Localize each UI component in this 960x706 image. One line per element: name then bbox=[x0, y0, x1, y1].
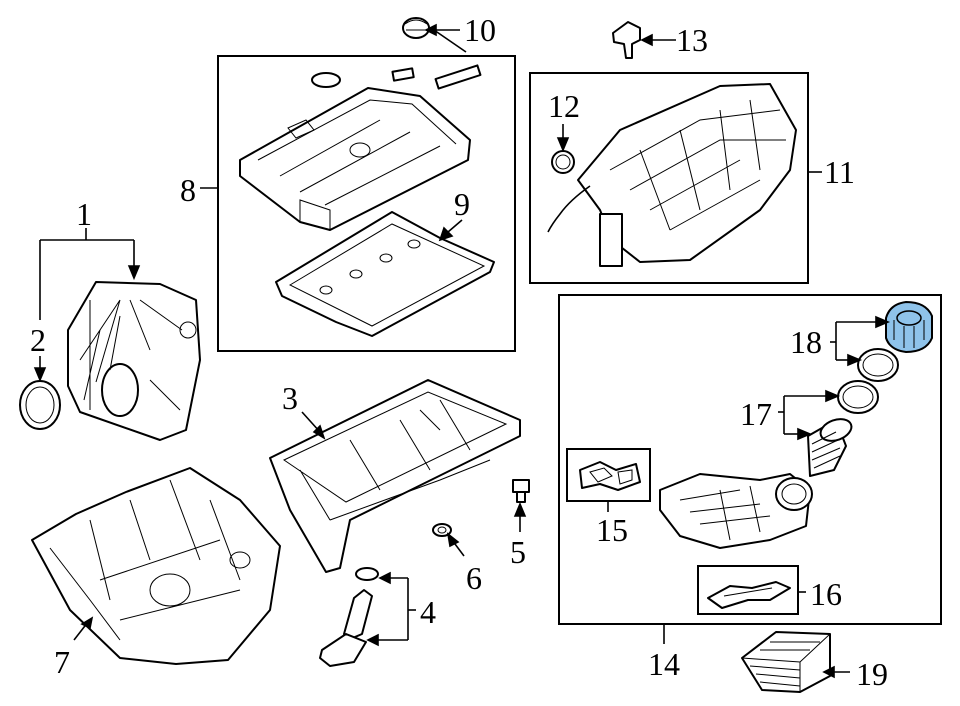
label-13: 13 bbox=[676, 22, 708, 58]
part-13-sensor[interactable] bbox=[612, 21, 641, 59]
label-19: 19 bbox=[856, 656, 888, 692]
label-14: 14 bbox=[648, 646, 680, 682]
part-19-oil-cooler[interactable] bbox=[741, 631, 831, 693]
part-18-oil-filter-cap[interactable] bbox=[857, 300, 933, 382]
label-4: 4 bbox=[420, 594, 436, 630]
part-6-drain-plug-gasket[interactable] bbox=[432, 523, 452, 537]
part-10-filler-cap[interactable] bbox=[402, 17, 430, 39]
label-10: 10 bbox=[464, 12, 496, 48]
part-2-crankshaft-seal[interactable] bbox=[19, 380, 61, 430]
label-16: 16 bbox=[810, 576, 842, 612]
label-6: 6 bbox=[466, 560, 482, 596]
part-16-housing-gasket[interactable] bbox=[707, 581, 791, 609]
box-8 bbox=[217, 55, 516, 352]
label-2: 2 bbox=[30, 322, 46, 358]
part-8-valve-cover[interactable] bbox=[239, 64, 482, 231]
part-15-housing-gasket[interactable] bbox=[579, 461, 641, 491]
box-16 bbox=[697, 565, 799, 615]
label-8: 8 bbox=[180, 172, 196, 208]
part-17-oil-filter[interactable] bbox=[807, 380, 879, 477]
part-3-oil-pan[interactable] bbox=[269, 379, 521, 573]
label-7: 7 bbox=[54, 644, 70, 680]
leader-lines bbox=[33, 23, 891, 679]
label-3: 3 bbox=[282, 380, 298, 416]
label-15: 15 bbox=[596, 512, 628, 548]
label-18: 18 bbox=[790, 324, 822, 360]
part-4-oil-pump-pickup[interactable] bbox=[319, 567, 379, 667]
part-9-valve-cover-gasket[interactable] bbox=[275, 211, 495, 337]
box-14 bbox=[558, 294, 942, 625]
part-5-drain-plug[interactable] bbox=[512, 479, 530, 503]
label-11: 11 bbox=[824, 154, 855, 190]
label-5: 5 bbox=[510, 534, 526, 570]
part-14-oil-filter-housing[interactable] bbox=[659, 473, 813, 549]
label-17: 17 bbox=[740, 396, 772, 432]
box-11 bbox=[529, 72, 809, 284]
part-1-front-cover[interactable] bbox=[67, 281, 201, 441]
label-1: 1 bbox=[76, 196, 92, 232]
label-9: 9 bbox=[454, 186, 470, 222]
label-12: 12 bbox=[548, 88, 580, 124]
part-11-intake-manifold[interactable] bbox=[547, 83, 797, 267]
part-12-seal[interactable] bbox=[551, 150, 575, 174]
part-7-lower-crankcase[interactable] bbox=[31, 467, 281, 665]
